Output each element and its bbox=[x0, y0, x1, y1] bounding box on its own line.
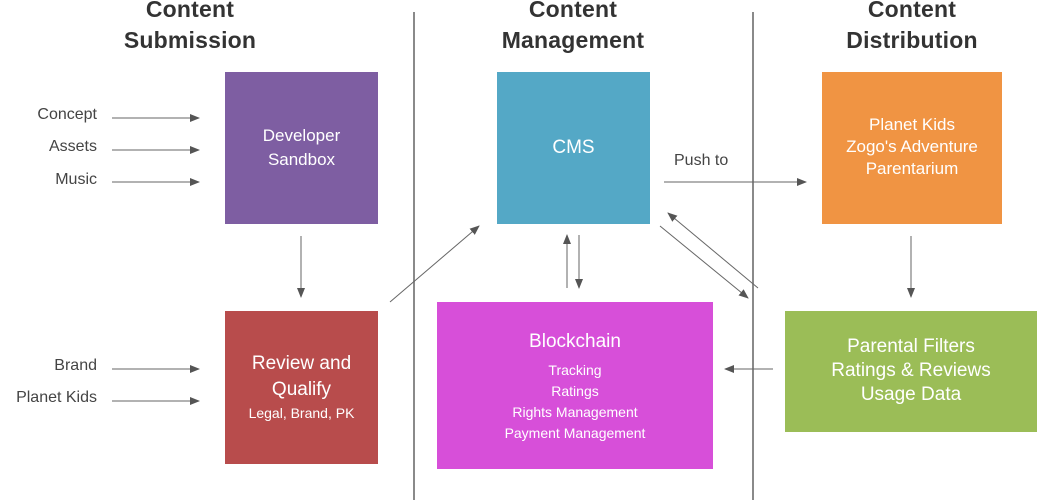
column-divider-right bbox=[752, 12, 754, 500]
box-item: Payment Management bbox=[504, 425, 646, 441]
distribution-box: Planet Kids Zogo's Adventure Parentarium bbox=[822, 72, 1002, 224]
input-label-planet-kids: Planet Kids bbox=[16, 389, 97, 406]
box-item: Ratings & Reviews bbox=[831, 360, 991, 381]
push-to-label: Push to bbox=[674, 152, 729, 169]
heading-line: Content bbox=[867, 0, 957, 22]
arrow-review-to-cms bbox=[389, 225, 480, 303]
box-item: Parentarium bbox=[865, 159, 959, 178]
input-label-brand: Brand bbox=[54, 357, 97, 374]
box-label: CMS bbox=[552, 137, 595, 158]
heading-line: Distribution bbox=[846, 27, 978, 53]
input-label-assets: Assets bbox=[48, 138, 97, 155]
column-divider-left bbox=[413, 12, 415, 500]
box-line: Developer bbox=[262, 126, 341, 145]
developer-sandbox-box: Developer Sandbox bbox=[225, 72, 378, 224]
box-item: Parental Filters bbox=[847, 336, 975, 357]
box-line: Review and bbox=[251, 353, 352, 374]
heading-content-management: Content Management bbox=[483, 0, 663, 56]
box-line: Sandbox bbox=[267, 150, 336, 169]
box-item: Planet Kids bbox=[869, 115, 955, 134]
arrow-parental-to-cms bbox=[667, 212, 759, 289]
blockchain-box: Blockchain Tracking Ratings Rights Manag… bbox=[437, 302, 713, 469]
input-label-music: Music bbox=[55, 171, 97, 188]
heading-content-distribution: Content Distribution bbox=[822, 0, 1002, 56]
heading-content-submission: Content Submission bbox=[100, 0, 280, 56]
arrow-cms-to-parental bbox=[659, 225, 749, 299]
heading-line: Submission bbox=[123, 27, 257, 53]
input-label-concept: Concept bbox=[37, 106, 97, 123]
box-item: Ratings bbox=[551, 383, 599, 399]
box-item: Tracking bbox=[548, 362, 602, 378]
heading-line: Content bbox=[528, 0, 618, 22]
heading-line: Management bbox=[501, 27, 645, 53]
review-qualify-box: Review and Qualify Legal, Brand, PK bbox=[225, 311, 378, 464]
cms-box: CMS bbox=[497, 72, 650, 224]
box-item: Rights Management bbox=[512, 404, 638, 420]
parental-data-box: Parental Filters Ratings & Reviews Usage… bbox=[785, 311, 1037, 432]
box-title: Blockchain bbox=[529, 331, 621, 352]
box-item: Zogo's Adventure bbox=[846, 137, 978, 156]
box-item: Usage Data bbox=[860, 384, 962, 405]
box-line: Qualify bbox=[271, 379, 332, 400]
heading-line: Content bbox=[145, 0, 235, 22]
box-subtext: Legal, Brand, PK bbox=[248, 405, 355, 421]
